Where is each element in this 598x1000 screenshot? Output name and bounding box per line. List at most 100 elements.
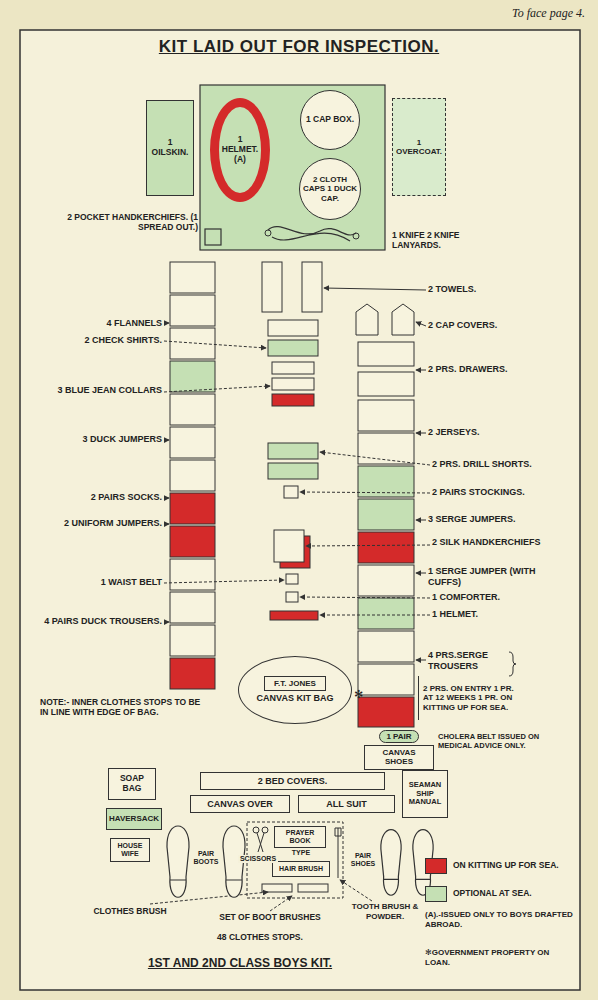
lanyard-ring — [265, 230, 271, 236]
node-text: F.T. JONES — [274, 679, 316, 688]
garment-rect — [284, 486, 298, 498]
lanyard-ring — [353, 233, 359, 239]
diagram-title: KIT LAID OUT FOR INSPECTION. — [0, 37, 598, 57]
garment-rect — [170, 460, 215, 491]
item-label: 2 CAP COVERS. — [428, 320, 568, 331]
knife-lanyard — [268, 227, 356, 241]
item-label: SCISSORS — [238, 855, 278, 863]
canvas-shoes: 1 PAIRCANVAS SHOES — [364, 730, 434, 770]
leader-line — [300, 492, 430, 493]
node-text: 1 OILSKIN. — [149, 138, 191, 158]
boot-sole — [167, 826, 189, 897]
scissors — [257, 833, 264, 852]
leader-line — [300, 597, 430, 598]
leader-line — [416, 433, 426, 434]
item-label: 3 BLUE JEAN COLLARS — [40, 385, 162, 396]
leader-line — [320, 615, 430, 616]
garment-rect — [170, 658, 215, 689]
garment-rect — [358, 565, 414, 596]
item-label: ✻ — [354, 688, 368, 701]
item-label: 2 POCKET HANDKERCHIEFS. (1 SPREAD OUT.) — [60, 212, 198, 232]
item-label: PAIR SHOES — [347, 852, 379, 869]
item-label: 2 PAIRS SOCKS. — [40, 492, 162, 503]
item-label: 3 DUCK JUMPERS — [40, 434, 162, 445]
item-label: TYPE — [276, 849, 326, 857]
item-label: 4 FLANNELS — [40, 318, 162, 329]
node-text: ALL SUIT — [326, 799, 366, 809]
garment-rect — [358, 433, 414, 464]
garment-rect — [170, 559, 215, 590]
garment-rect — [170, 328, 215, 359]
green-panel — [200, 85, 385, 250]
housewife-box: HOUSE WIFE — [110, 838, 150, 862]
node-text: HOUSE WIFE — [113, 842, 147, 858]
garment-rect — [302, 262, 322, 312]
hair-brush-box: HAIR BRUSH — [272, 861, 330, 877]
overall-box: CANVAS OVER — [190, 795, 290, 813]
leader-line — [164, 498, 169, 499]
garment-rect — [358, 372, 414, 396]
item-label: 1 COMFORTER. — [432, 592, 552, 603]
item-label: 2 TOWELS. — [428, 284, 568, 295]
leader-line — [416, 660, 426, 661]
item-label: 2 PAIRS STOCKINGS. — [432, 487, 572, 498]
leader-line — [164, 323, 169, 324]
leader-line — [164, 622, 169, 623]
node-text: 1 OVERCOAT. — [395, 138, 443, 156]
item-label: TOOTH BRUSH & POWDER. — [345, 902, 425, 921]
node-text: HAVERSACK — [109, 814, 159, 823]
node-text: HAIR BRUSH — [279, 865, 323, 873]
cap-cover — [356, 304, 378, 335]
node-text: 2 BED COVERS. — [258, 776, 328, 786]
item-label: 1 WAIST BELT — [40, 577, 162, 588]
garment-rect — [170, 493, 215, 524]
overcoat-box: 1 OVERCOAT. — [392, 98, 446, 196]
item-label: CHOLERA BELT ISSUED ON MEDICAL ADVICE ON… — [438, 732, 573, 750]
leader-line — [164, 440, 169, 441]
garment-rect — [358, 598, 414, 629]
leader-line — [416, 573, 426, 574]
garment-rect — [170, 361, 215, 392]
oilskin-box: 1 OILSKIN. — [146, 100, 194, 196]
garment-rect — [262, 262, 282, 312]
item-label: ✻GOVERNMENT PROPERTY ON LOAN. — [425, 948, 575, 967]
handkerchief-square — [205, 229, 221, 245]
item-label: 2 CHECK SHIRTS. — [40, 335, 162, 346]
garment-rect — [170, 625, 215, 656]
cap-box-circle: 1 CAP BOX. — [300, 90, 360, 150]
garment-rect — [170, 526, 215, 557]
shoe-sole — [381, 830, 401, 896]
item-label: To face page 4. — [430, 6, 585, 20]
page-frame — [20, 30, 580, 990]
leader-line — [324, 288, 426, 290]
kit-bag-oval: CANVAS KIT BAGF.T. JONES — [238, 656, 352, 724]
item-label: (A).-ISSUED ONLY TO BOYS DRAFTED ABROAD. — [425, 910, 575, 929]
node-text: 2 PRS. ON ENTRY 1 PR. AT 12 WEEKS 1 PR. … — [423, 684, 520, 712]
garment-rect — [358, 631, 414, 662]
item-label: 3 SERGE JUMPERS. — [428, 514, 568, 525]
prayer-book-box: PRAYER BOOK — [274, 826, 326, 848]
leader-line — [306, 545, 430, 546]
tooth-brush — [335, 828, 341, 878]
manual-box: SEAMAN SHIP MANUAL — [402, 770, 448, 818]
item-label: 2 PRS. DRAWERS. — [428, 364, 568, 375]
garment-rect — [358, 466, 414, 497]
scissors — [262, 827, 268, 833]
item-label: CLOTHES BRUSH — [70, 906, 190, 916]
diagram-caption: 1ST AND 2ND CLASS BOYS KIT. — [40, 956, 440, 970]
leader-line — [164, 580, 284, 583]
garment-rect — [170, 592, 215, 623]
garment-rect — [170, 394, 215, 425]
garment-rect — [358, 499, 414, 530]
item-label: 1 KNIFE 2 KNIFE LANYARDS. — [392, 230, 462, 250]
node-text: 1 PAIR — [379, 730, 418, 743]
garment-rect — [286, 574, 298, 584]
item-label: 2 PRS. DRILL SHORTS. — [432, 459, 572, 470]
item-label: 1 HELMET. — [432, 609, 552, 620]
garment-rect — [358, 664, 414, 695]
overall-box: ALL SUIT — [298, 795, 395, 813]
node-text: 1 HELMET. (A) — [221, 135, 259, 164]
garment-rect — [358, 400, 414, 431]
issue-bracket: 2 PRS. ON ENTRY 1 PR. AT 12 WEEKS 1 PR. … — [418, 676, 522, 720]
leader-line — [166, 524, 169, 525]
